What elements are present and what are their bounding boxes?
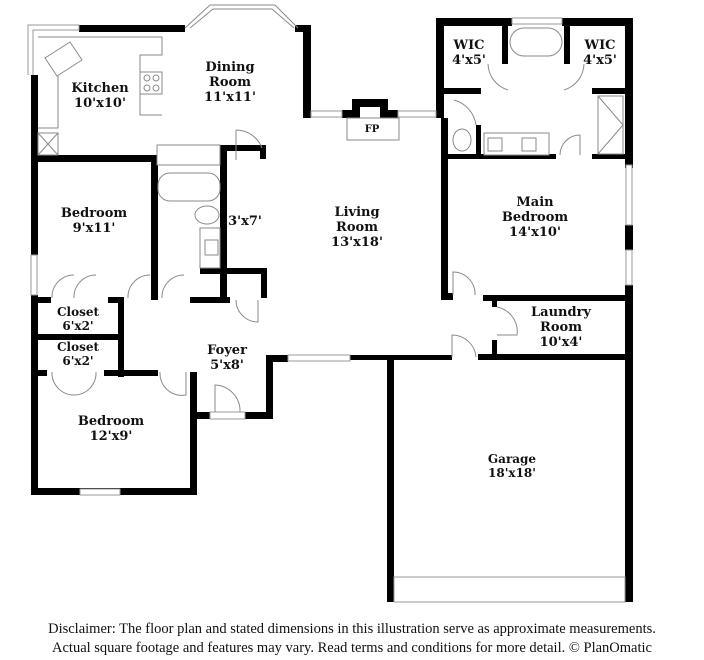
room-name: Closet xyxy=(56,305,100,319)
doors xyxy=(51,63,585,413)
room-name: Closet xyxy=(56,340,100,354)
room-dimensions: 13'x18' xyxy=(331,235,383,250)
room-name: Foyer xyxy=(207,343,247,358)
room-dimensions: 10'x4' xyxy=(539,335,583,350)
room-name: Living xyxy=(334,205,380,220)
fireplace-text: FP xyxy=(364,124,380,135)
room-name: WIC xyxy=(584,38,616,53)
room-name: WIC xyxy=(453,38,485,53)
room-label-closet-1: Closet 6'x2' xyxy=(57,305,99,333)
room-label-living-room: Living Room 13'x18' xyxy=(331,205,383,250)
room-label-dining-room: Dining Room 11'x11' xyxy=(204,60,256,105)
room-dimensions: 11'x11' xyxy=(204,90,256,105)
room-name: Garage xyxy=(487,452,537,466)
walls xyxy=(31,18,633,602)
windows xyxy=(27,4,633,496)
room-label-wic-right: WIC 4'x5' xyxy=(583,38,617,68)
room-name: Room xyxy=(209,75,251,90)
disclaimer-line-1: Disclaimer: The floor plan and stated di… xyxy=(48,621,656,637)
room-dimensions: 5'x8' xyxy=(210,358,244,373)
room-dimensions: 4'x5' xyxy=(452,53,486,68)
floor-plan-drawing xyxy=(27,4,633,603)
room-name: Main xyxy=(516,195,554,210)
room-dimensions: 6'x2' xyxy=(62,319,94,333)
room-label-main-bedroom: Main Bedroom 14'x10' xyxy=(502,195,568,240)
room-label-bedroom-2: Bedroom 9'x11' xyxy=(61,206,127,236)
room-dimensions: 18'x18' xyxy=(488,466,536,480)
room-label-garage: Garage 18'x18' xyxy=(488,452,536,480)
room-dimensions: 3'x7' xyxy=(228,214,262,229)
room-dimensions: 4'x5' xyxy=(583,53,617,68)
room-label-closet-2: Closet 6'x2' xyxy=(57,340,99,368)
room-dimensions: 6'x2' xyxy=(62,354,94,368)
room-label-foyer: Foyer 5'x8' xyxy=(207,343,247,373)
room-name: Bedroom xyxy=(60,206,128,221)
room-name: Room xyxy=(540,320,582,335)
room-name: Bedroom xyxy=(501,210,569,225)
room-name: Bedroom xyxy=(77,414,145,429)
room-dimensions: 9'x11' xyxy=(72,221,116,236)
room-dimensions: 14'x10' xyxy=(509,225,561,240)
fixtures xyxy=(37,27,626,603)
room-name: Kitchen xyxy=(71,81,129,96)
room-label-bathroom: 3'x7' xyxy=(228,214,262,229)
disclaimer-line-2: Actual square footage and features may v… xyxy=(52,640,652,656)
room-label-kitchen: Kitchen 10'x10' xyxy=(71,81,128,111)
room-name: Room xyxy=(336,220,378,235)
disclaimer: Disclaimer: The floor plan and stated di… xyxy=(0,620,704,658)
room-name: Dining xyxy=(205,60,255,75)
fireplace-label: FP xyxy=(365,122,380,137)
room-label-laundry-room: Laundry Room 10'x4' xyxy=(531,305,591,350)
room-label-bedroom-3: Bedroom 12'x9' xyxy=(78,414,144,444)
room-label-wic-left: WIC 4'x5' xyxy=(452,38,486,68)
room-name: Laundry xyxy=(531,305,591,320)
room-dimensions: 12'x9' xyxy=(89,429,133,444)
room-dimensions: 10'x10' xyxy=(74,96,126,111)
